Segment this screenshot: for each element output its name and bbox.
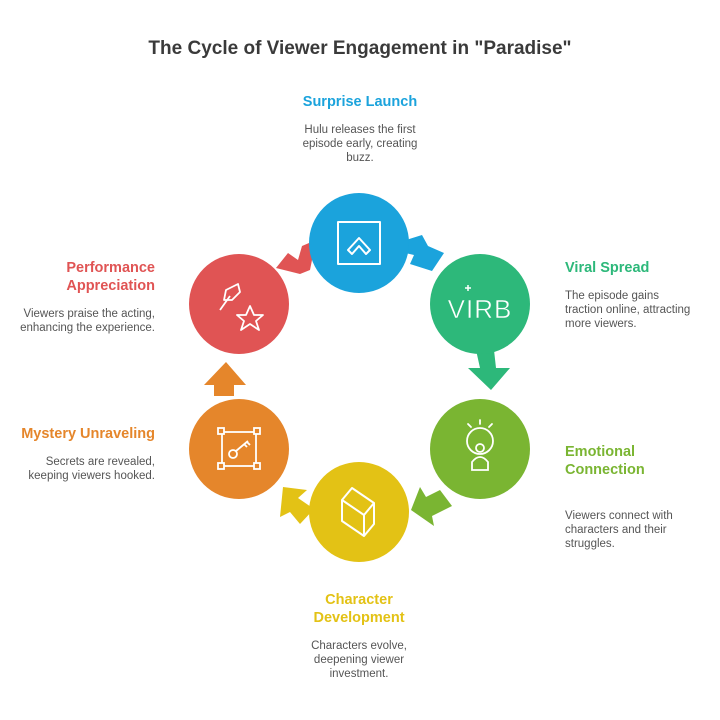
surprise-launch-description: Hulu releases the first episode early, c… <box>302 124 418 164</box>
virb-icon: VIRB <box>447 285 513 324</box>
arrow-mystery-to-performance <box>204 362 246 396</box>
diagram-title: The Cycle of Viewer Engagement in "Parad… <box>148 38 572 59</box>
performance-appreciation-title: Performance Appreciation <box>66 260 155 294</box>
surprise-launch-title: Surprise Launch <box>302 94 418 110</box>
viral-spread-title: Viral Spread <box>565 260 650 276</box>
emotional-connection-label: Emotional Connection Viewers connect wit… <box>565 425 715 569</box>
character-development-title: Character Development <box>313 592 405 626</box>
arrow-emotional-to-character <box>411 487 452 526</box>
connector-arrows <box>204 235 510 526</box>
emotional-connection-title: Emotional Connection <box>565 444 645 478</box>
chevron-up-icon <box>337 221 381 265</box>
viral-spread-label: Viral Spread The episode gains traction … <box>565 259 715 331</box>
mystery-unraveling-title: Mystery Unraveling <box>21 426 155 442</box>
mystery-unraveling-label: Mystery Unraveling Secrets are revealed,… <box>5 425 155 483</box>
viral-spread-node <box>430 254 530 354</box>
arrow-surprise-to-viral <box>401 235 444 271</box>
performance-appreciation-description: Viewers praise the acting, enhancing the… <box>20 308 155 334</box>
character-development-label: Character Development Characters evolve,… <box>259 591 459 681</box>
svg-text:VIRB: VIRB <box>448 294 513 324</box>
surprise-launch-label: Surprise Launch Hulu releases the first … <box>260 93 460 165</box>
performance-appreciation-label: Performance Appreciation Viewers praise … <box>5 259 155 335</box>
character-development-description: Characters evolve, deepening viewer inve… <box>311 640 407 680</box>
emotional-connection-node <box>430 399 530 499</box>
key-frame-icon <box>217 427 261 470</box>
pin-star-icon <box>219 283 264 331</box>
arrow-performance-to-surprise <box>276 240 316 274</box>
viral-spread-description: The episode gains traction online, attra… <box>565 290 691 330</box>
mystery-unraveling-description: Secrets are revealed, keeping viewers ho… <box>28 456 155 482</box>
arrow-character-to-mystery <box>280 487 314 524</box>
arrow-viral-to-emotional <box>468 350 510 390</box>
emotional-connection-description: Viewers connect with characters and thei… <box>565 510 673 550</box>
hexagon-icon <box>341 487 375 537</box>
surprise-launch-node <box>309 193 409 293</box>
person-idea-icon <box>466 419 494 471</box>
performance-appreciation-node <box>189 254 289 354</box>
